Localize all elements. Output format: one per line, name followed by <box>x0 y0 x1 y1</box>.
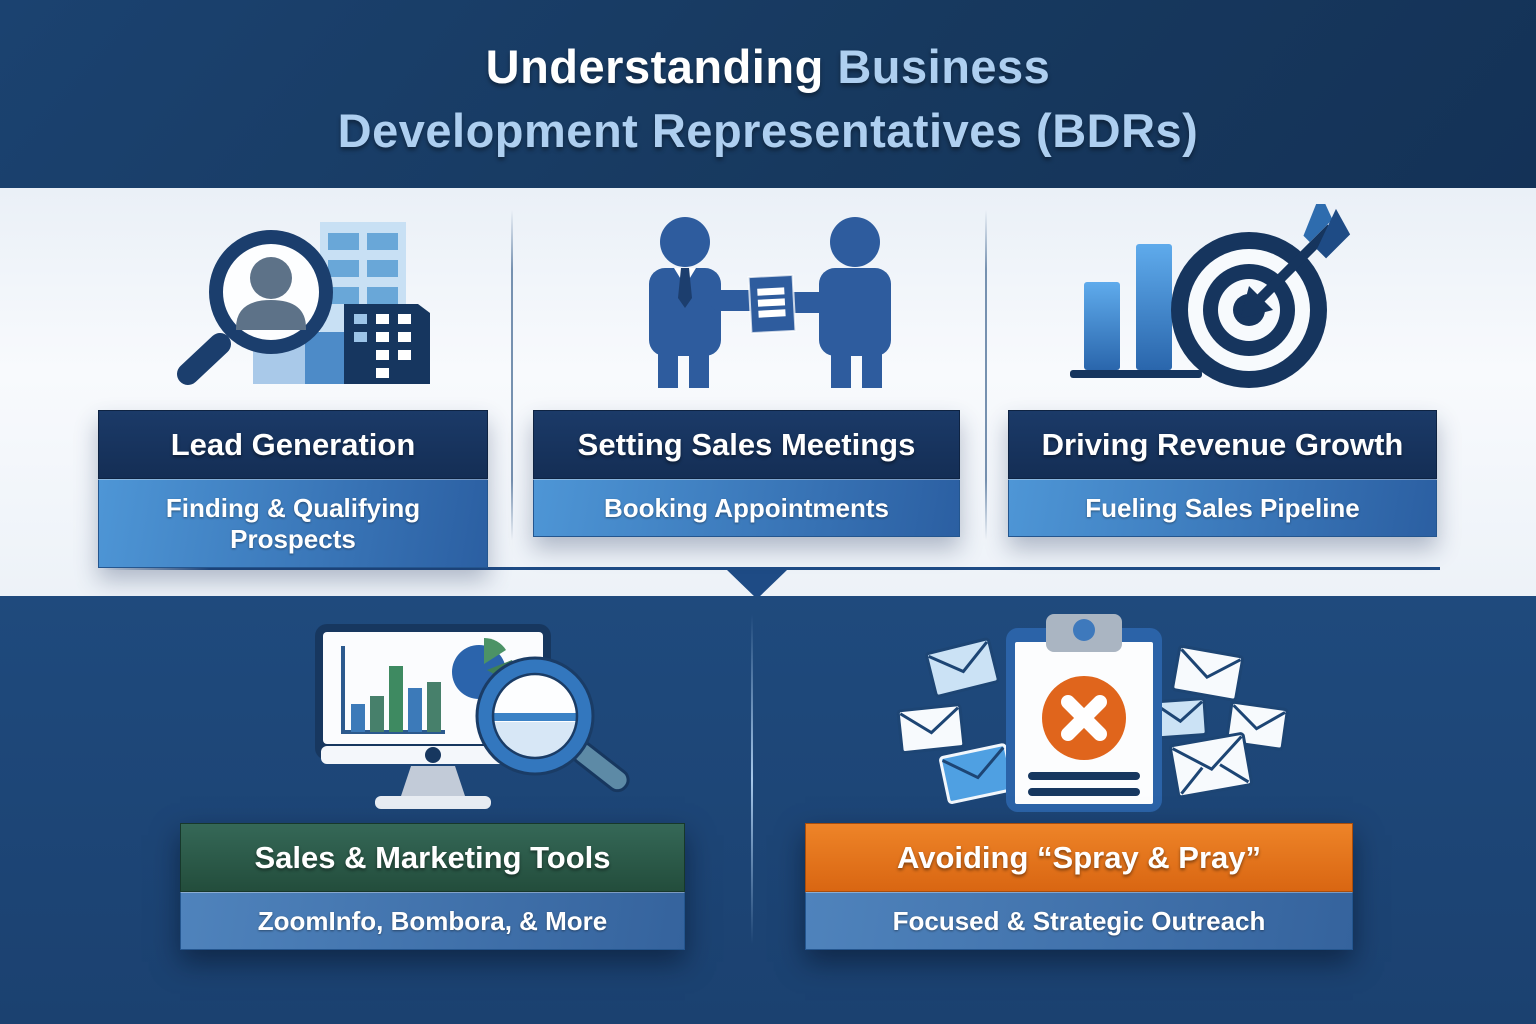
prospect-search-icon <box>177 222 430 385</box>
card-lead-generation: Lead Generation Finding & Qualifying Pro… <box>98 410 488 568</box>
card-sales-marketing-tools: Sales & Marketing Tools ZoomInfo, Bombor… <box>180 823 685 950</box>
card-subtitle: Finding & Qualifying Prospects <box>98 479 488 568</box>
page-title: Understanding Business Development Repre… <box>0 0 1536 163</box>
title-line1-white: Understanding <box>485 40 824 93</box>
card-title: Avoiding “Spray & Pray” <box>805 823 1353 892</box>
revenue-target-icon <box>1070 204 1351 388</box>
avoid-mass-email-icon <box>896 614 1289 812</box>
sales-meeting-icon <box>649 217 891 388</box>
column-divider-2 <box>985 210 987 540</box>
card-driving-revenue-growth: Driving Revenue Growth Fueling Sales Pip… <box>1008 410 1437 537</box>
card-title: Sales & Marketing Tools <box>180 823 685 892</box>
card-subtitle: ZoomInfo, Bombora, & More <box>180 892 685 950</box>
card-subtitle: Focused & Strategic Outreach <box>805 892 1353 950</box>
card-subtitle: Booking Appointments <box>533 479 960 537</box>
card-setting-sales-meetings: Setting Sales Meetings Booking Appointme… <box>533 410 960 537</box>
card-subtitle: Fueling Sales Pipeline <box>1008 479 1437 537</box>
card-title: Driving Revenue Growth <box>1008 410 1437 479</box>
section-separator-line <box>103 567 1440 570</box>
card-title: Setting Sales Meetings <box>533 410 960 479</box>
title-line2: Development Representatives (BDRs) <box>337 104 1199 157</box>
card-avoiding-spray-and-pray: Avoiding “Spray & Pray” Focused & Strate… <box>805 823 1353 950</box>
analytics-tools-icon <box>315 624 630 809</box>
down-arrow-icon <box>727 570 787 599</box>
title-line1-blue: Business <box>823 40 1051 93</box>
column-divider-1 <box>511 210 513 540</box>
bottom-tools-section <box>0 596 1536 1024</box>
header-banner: Understanding Business Development Repre… <box>0 0 1536 188</box>
bottom-column-divider <box>751 614 753 944</box>
card-title: Lead Generation <box>98 410 488 479</box>
envelope-icon <box>896 637 1289 804</box>
